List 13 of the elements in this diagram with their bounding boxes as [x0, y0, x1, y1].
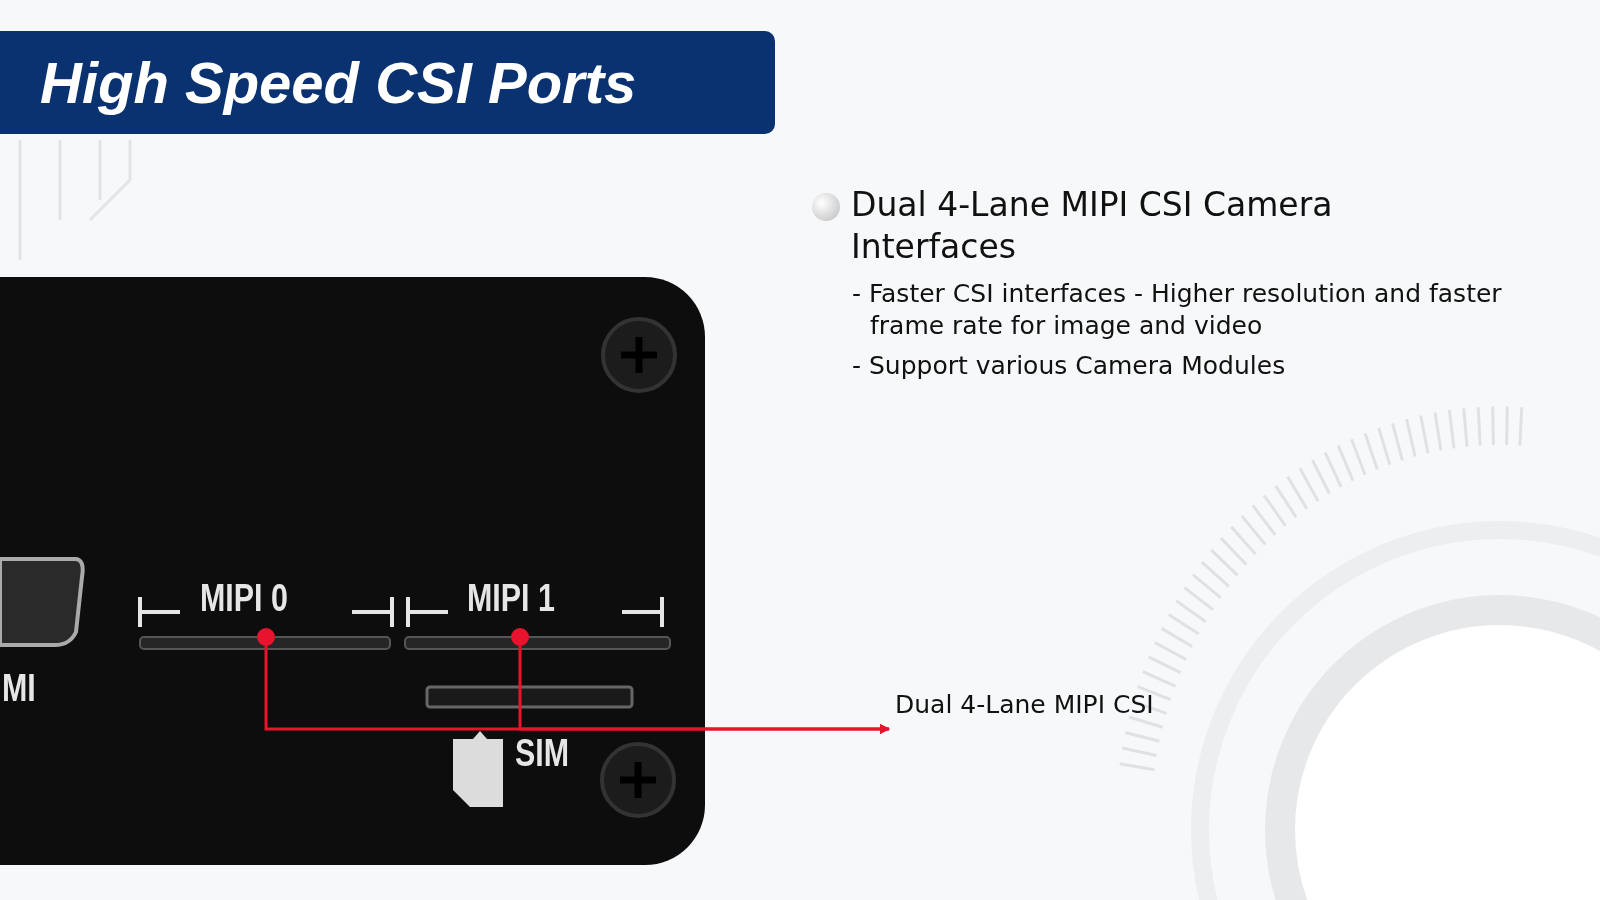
- feature-bullet: - Faster CSI interfaces - Higher resolution and faster frame rate for image and video: [852, 278, 1503, 342]
- printed-marking: SIM: [515, 732, 570, 775]
- device-photo: [0, 277, 705, 865]
- title-text: High Speed CSI Ports: [40, 49, 637, 116]
- printed-marking: MI: [2, 667, 36, 710]
- port-marker-dot: [257, 628, 275, 646]
- leader-line: [518, 646, 890, 734]
- callout-label: Dual 4-Lane MIPI CSI: [895, 690, 1154, 719]
- port-marker-dot: [511, 628, 529, 646]
- printed-marking: MIPI 1: [467, 577, 555, 620]
- feature-bullet: - Support various Camera Modules: [852, 350, 1287, 382]
- printed-marking: MIPI 0: [200, 577, 288, 620]
- feature-heading: Dual 4-Lane MIPI CSI Camera Interfaces: [851, 184, 1334, 268]
